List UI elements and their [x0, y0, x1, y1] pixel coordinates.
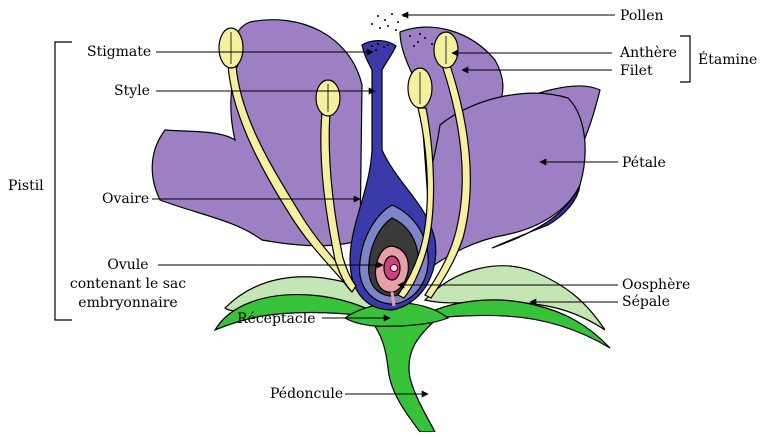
- label-ovule-line3: embryonnaire: [78, 295, 177, 311]
- peduncle: [372, 318, 438, 432]
- label-ovule-line1: Ovule: [107, 257, 148, 273]
- sepal-right: [425, 266, 605, 330]
- label-anthere: Anthère: [619, 45, 677, 61]
- label-filet: Filet: [620, 63, 653, 79]
- label-pedoncule: Pédoncule: [270, 386, 343, 402]
- label-style: Style: [114, 83, 150, 99]
- label-stigmate: Stigmate: [87, 44, 151, 60]
- etamine-bracket: [680, 36, 690, 82]
- label-oosphere: Oosphère: [622, 277, 690, 293]
- label-petale: Pétale: [622, 155, 666, 171]
- label-etamine: Étamine: [698, 50, 757, 68]
- label-ovaire: Ovaire: [102, 191, 149, 207]
- label-pistil: Pistil: [8, 178, 44, 194]
- label-pollen: Pollen: [620, 8, 664, 24]
- oosphere-cell: [391, 265, 398, 272]
- label-sepale: Sépale: [622, 294, 670, 310]
- label-ovule-line2: contenant le sac: [70, 276, 186, 292]
- label-receptacle: Réceptacle: [237, 311, 316, 327]
- funicle: [392, 292, 394, 306]
